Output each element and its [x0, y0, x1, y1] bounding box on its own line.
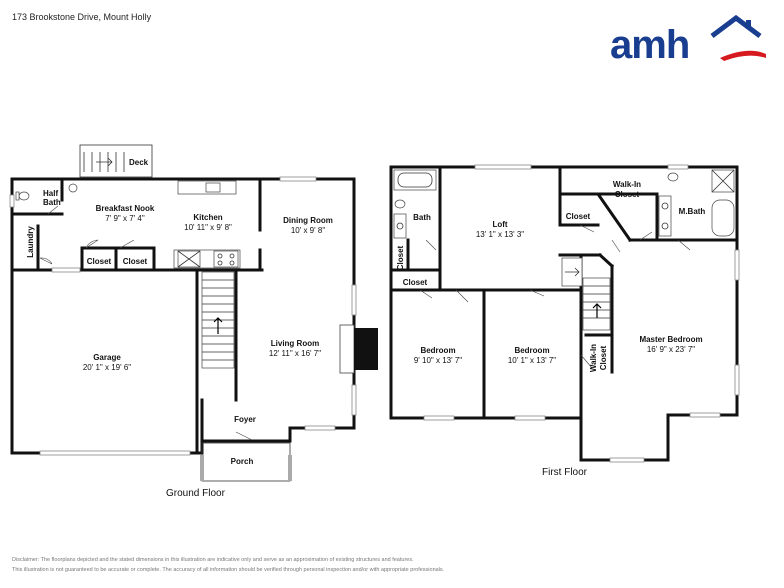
bath-label: Bath	[413, 213, 431, 222]
window	[304, 425, 336, 431]
stairs-up-arrow-icon	[592, 303, 602, 318]
dining-room-label: Dining Room	[283, 216, 333, 225]
garage-door	[39, 450, 191, 456]
loft-label: Loft	[492, 220, 507, 229]
deck-arrow-icon	[96, 157, 113, 167]
half-bath-label-2: Bath	[43, 198, 61, 207]
ground-floor-plan: Deck Half Bath Breakfast Nook 7' 9" x 7'…	[9, 144, 378, 482]
stove-icon	[213, 250, 239, 268]
door	[611, 239, 621, 253]
sink-icon	[68, 183, 78, 193]
window	[609, 457, 645, 463]
amh-logo: amh	[610, 14, 766, 64]
porch-label: Porch	[231, 457, 254, 466]
door	[119, 239, 135, 249]
first-floor-label: First Floor	[542, 467, 587, 478]
bedroom-dim: 10' 1" x 13' 7"	[508, 356, 556, 365]
deck	[79, 144, 153, 178]
swoosh-icon	[720, 50, 766, 61]
vanity-icon	[658, 195, 672, 237]
garage-dim: 20' 1" x 19' 6"	[83, 363, 131, 372]
window	[351, 384, 357, 416]
living-room-dim: 12' 11" x 16' 7"	[269, 349, 321, 358]
walk-in-closet-side-label: Walk-In	[589, 344, 598, 372]
door	[529, 289, 545, 297]
house-roof-icon	[710, 14, 762, 38]
garage-label: Garage	[93, 353, 121, 362]
window	[474, 164, 532, 170]
stairs-arrow-icon	[565, 267, 580, 277]
window	[689, 412, 721, 418]
door	[677, 239, 691, 251]
loft-dim: 13' 1" x 13' 3"	[476, 230, 524, 239]
master-bedroom-label: Master Bedroom	[639, 335, 702, 344]
ground-floor-label: Ground Floor	[166, 488, 225, 499]
stairs-up-arrow-icon	[213, 317, 223, 334]
master-bedroom-dim: 16' 9" x 23' 7"	[647, 345, 695, 354]
fireplace-hearth	[354, 328, 378, 370]
window	[279, 176, 317, 182]
door	[639, 231, 653, 241]
living-room-label: Living Room	[271, 339, 319, 348]
fireplace	[339, 324, 355, 374]
window	[9, 194, 15, 208]
door	[47, 205, 59, 215]
breakfast-nook-label: Breakfast Nook	[96, 204, 155, 213]
window	[667, 164, 689, 170]
door	[419, 289, 433, 299]
deck-label: Deck	[129, 158, 149, 167]
door	[39, 257, 53, 265]
door	[579, 224, 595, 233]
laundry-label: Laundry	[26, 226, 35, 258]
half-bath-label: Half	[43, 189, 58, 198]
door	[455, 289, 469, 303]
property-address: 173 Brookstone Drive, Mount Holly	[12, 12, 152, 22]
bathtub-icon	[711, 199, 735, 237]
bedroom-label: Bedroom	[514, 346, 549, 355]
chimney-icon	[746, 20, 751, 29]
logo-text: amh	[610, 23, 689, 64]
walk-in-closet-label: Walk-In	[613, 180, 641, 189]
closet-label: Closet	[123, 257, 148, 266]
vanity-icon	[393, 213, 407, 239]
breakfast-nook-dim: 7' 9" x 7' 4"	[105, 214, 145, 223]
kitchen-dim: 10' 11" x 9' 8"	[184, 223, 232, 232]
window	[734, 249, 740, 281]
door	[425, 239, 437, 251]
door	[235, 431, 253, 441]
bathtub-icon	[393, 169, 437, 191]
m-bath-label: M.Bath	[679, 207, 706, 216]
window	[423, 415, 455, 421]
dining-room-dim: 10' x 9' 8"	[291, 226, 326, 235]
closet-label: Closet	[403, 278, 428, 287]
closet-label: Closet	[566, 212, 591, 221]
window	[51, 267, 81, 273]
window	[351, 284, 357, 316]
disclaimer-line-1: Disclaimer: The floorplans depicted and …	[12, 557, 414, 563]
door	[85, 239, 99, 249]
bedroom-label: Bedroom	[420, 346, 455, 355]
bedroom-dim: 9' 10" x 13' 7"	[414, 356, 462, 365]
toilet-icon	[18, 191, 30, 201]
disclaimer-line-2: This illustration is not guaranteed to b…	[12, 567, 445, 573]
foyer-label: Foyer	[234, 415, 256, 424]
door	[580, 354, 593, 369]
closet-label-vertical: Closet	[396, 245, 405, 270]
first-outer-wall	[389, 165, 739, 462]
toilet-icon	[667, 172, 679, 182]
walk-in-closet-side-label-2: Closet	[599, 345, 608, 370]
toilet-icon	[394, 199, 406, 209]
first-floor-plan: Bath Loft 13' 1" x 13' 3" Closet Walk-In…	[389, 164, 740, 463]
wall	[597, 252, 615, 269]
window	[514, 415, 546, 421]
sink-icon	[205, 182, 221, 193]
closet-label: Closet	[87, 257, 112, 266]
walk-in-closet-label-2: Closet	[615, 190, 640, 199]
kitchen-label: Kitchen	[193, 213, 222, 222]
window	[734, 364, 740, 396]
